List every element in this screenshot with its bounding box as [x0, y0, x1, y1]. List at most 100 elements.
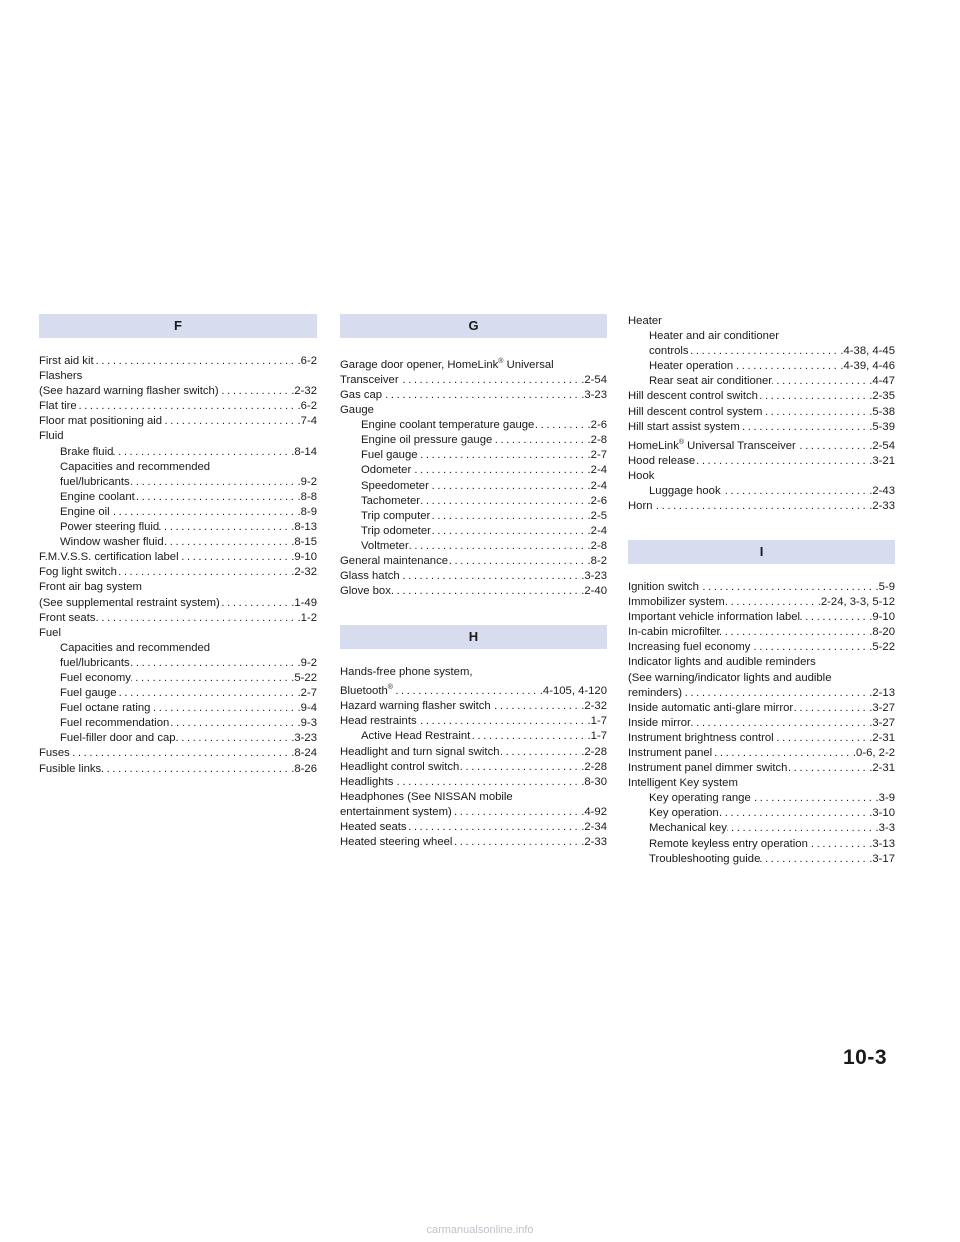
entry-text: Mechanical key [649, 822, 727, 835]
dot-leader: ........................................… [393, 685, 539, 698]
entry-text: Key operation [649, 807, 719, 820]
entry-text: First aid kit [39, 355, 94, 367]
page-reference: .5-22 [869, 641, 895, 654]
index-entry: Front seats.............................… [39, 611, 317, 626]
index-subentry: Luggage hook............................… [628, 484, 895, 499]
entry-label: Capacities and recommended [60, 460, 317, 475]
entry-text: Fuel gauge [60, 687, 117, 700]
section-gap [628, 514, 895, 540]
index-entry: Headlight control switch................… [340, 760, 607, 775]
entry-text: Important vehicle information label [628, 611, 801, 624]
dot-leader: ........................................… [712, 747, 852, 760]
entry-label: Heated seats [340, 820, 407, 835]
dot-leader: ........................................… [499, 745, 581, 758]
index-entry: Inside automatic anti-glare mirror......… [628, 701, 895, 716]
entry-text: Hazard warning flasher switch [340, 700, 491, 713]
page-reference: .9-10 [291, 551, 317, 564]
entry-label: Immobilizer system [628, 595, 725, 610]
entry-text: Garage door opener, HomeLink [340, 358, 499, 371]
page-reference: .1-2 [297, 611, 317, 624]
index-entry: Instrument brightness control...........… [628, 731, 895, 746]
entry-text: fuel/lubricants [60, 475, 130, 488]
page-number: 10-3 [843, 1046, 888, 1069]
page-reference: .8-20 [869, 626, 895, 639]
entry-text: Rear seat air conditioner [649, 375, 773, 388]
entry-label: Hill descent control switch [628, 389, 758, 404]
page-reference: .2-32 [581, 700, 607, 713]
page-reference: .2-31 [869, 731, 895, 744]
entry-text: Speedometer [361, 479, 429, 492]
index-subentry: Active Head Restraint...................… [340, 729, 607, 744]
dot-leader: ........................................… [220, 596, 291, 609]
index-subentry: Trip computer...........................… [340, 509, 607, 524]
dot-leader: ........................................… [382, 388, 581, 401]
index-subentry: Fuel gauge..............................… [39, 686, 317, 701]
entry-label: Heater [628, 314, 895, 329]
entry-label: Tachometer [361, 494, 420, 509]
page-reference: .4-38, 4-45 [840, 345, 895, 358]
entry-label: Capacities and recommended [60, 641, 317, 656]
entry-text: Bluetooth [340, 685, 388, 698]
entry-label: F.M.V.S.S. certification label [39, 550, 179, 565]
page-reference: .2-6 [587, 419, 607, 432]
page-reference: .2-8 [587, 539, 607, 552]
dot-leader: ........................................… [129, 656, 297, 669]
entry-text: Ignition switch [628, 580, 699, 593]
entry-label: Important vehicle information label [628, 610, 800, 625]
entry-label: Front seats [39, 611, 96, 626]
page-reference: .8-15 [291, 536, 317, 549]
index-subentry: Capacities and recommended [39, 460, 317, 475]
entry-text: Hook [628, 469, 655, 482]
dot-leader: ........................................… [760, 852, 869, 865]
entry-label: Rear seat air conditioner [649, 374, 772, 389]
index-entry: Headlight and turn signal switch........… [340, 745, 607, 760]
dot-leader: ........................................… [793, 701, 869, 714]
dot-leader: ........................................… [470, 730, 587, 743]
page-reference: .5-9 [875, 580, 895, 593]
entry-label: Trip odometer [361, 524, 431, 539]
entry-text: Transceiver [340, 373, 399, 386]
dot-leader: ........................................… [163, 536, 291, 549]
entry-text: Heater [628, 315, 662, 327]
dot-leader: ........................................… [416, 715, 587, 728]
entry-label: Indicator lights and audible reminders [628, 655, 895, 670]
entry-text: Tachometer [361, 494, 421, 507]
entry-label: Hazard warning flasher switch [340, 699, 491, 714]
entry-text: Hood release [628, 454, 696, 467]
entry-label: Headlight control switch [340, 760, 459, 775]
index-entry: Heater [628, 314, 895, 329]
dot-leader: ........................................… [411, 464, 587, 477]
entry-text: Instrument brightness control [628, 731, 774, 744]
entry-label: Fuel economy [60, 671, 131, 686]
dot-leader: ........................................… [117, 566, 291, 579]
page-reference: .5-39 [869, 420, 895, 433]
page-reference: .2-6 [587, 494, 607, 507]
dot-leader: ........................................… [653, 499, 869, 512]
entry-text: Active Head Restraint [361, 730, 471, 743]
dot-leader: ........................................… [452, 805, 581, 818]
dot-leader: ........................................… [134, 490, 297, 503]
index-entry: Head restraints.........................… [340, 714, 607, 729]
entry-label: Head restraints [340, 714, 417, 729]
entry-label: Flashers [39, 369, 317, 384]
index-subentry: Odometer................................… [340, 463, 607, 478]
index-entry: Transceiver.............................… [340, 373, 607, 388]
entry-label: Key operating range [649, 791, 751, 806]
watermark: carmanualsonline.info [426, 1224, 534, 1236]
page-reference: .6-2 [297, 400, 317, 413]
entry-text: Trip odometer [361, 524, 431, 537]
page-reference: .8-26 [291, 762, 317, 775]
index-entry: Fuses...................................… [39, 746, 317, 761]
dot-leader: ........................................… [808, 837, 869, 850]
section-header-g: G [340, 314, 607, 338]
index-entry: Hill start assist system................… [628, 420, 895, 435]
dot-leader: ........................................… [720, 626, 869, 639]
index-entry: Fusible links...........................… [39, 762, 317, 777]
entry-label: Intelligent Key system [628, 776, 895, 791]
entry-text: entertainment system) [340, 805, 452, 818]
page-reference: .8-14 [291, 445, 317, 458]
dot-leader: ........................................… [726, 822, 875, 835]
page-reference: .3-23 [291, 732, 317, 745]
dot-leader: ........................................… [420, 494, 587, 507]
